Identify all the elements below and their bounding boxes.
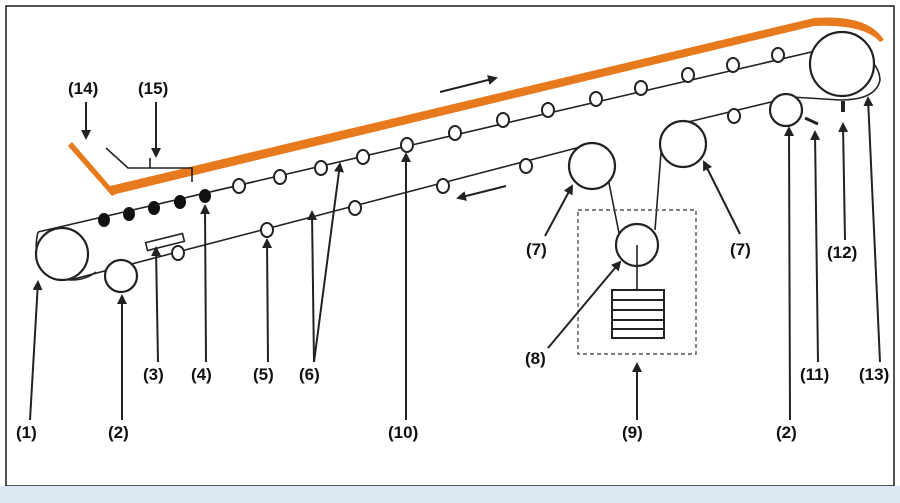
- label-4: (4): [191, 365, 212, 384]
- snub-pulley-tail: [103, 258, 139, 294]
- leader-5: [262, 238, 273, 363]
- direction-arrow-return: [456, 185, 507, 201]
- counterweight: [611, 289, 665, 339]
- head-pulley: [808, 30, 876, 98]
- label-14: (14): [68, 79, 98, 98]
- takeup-belt-right: [654, 139, 663, 231]
- feed-chute: [105, 147, 193, 182]
- leader-12: [838, 122, 849, 241]
- label-1: (1): [16, 423, 37, 442]
- leader-11: [810, 130, 821, 363]
- label-7-right: (7): [730, 240, 751, 259]
- label-3: (3): [143, 365, 164, 384]
- label-12: (12): [827, 243, 857, 262]
- leader-13: [863, 96, 881, 363]
- carrying-idlers: [232, 47, 785, 194]
- leader-4: [200, 204, 211, 363]
- label-2-left: (2): [108, 423, 129, 442]
- tail-pulley: [34, 226, 90, 282]
- return-belt-left: [69, 144, 589, 281]
- label-6: (6): [299, 365, 320, 384]
- snub-pulley-head: [768, 92, 804, 128]
- label-10: (10): [388, 423, 418, 442]
- impact-idlers: [98, 189, 211, 227]
- bend-pulley-right: [658, 119, 708, 169]
- leader-1: [29, 280, 43, 421]
- bend-pulley-left: [567, 141, 617, 191]
- leader-3: [151, 246, 162, 363]
- leader-6a: [313, 162, 344, 363]
- label-7-left: (7): [526, 240, 547, 259]
- label-13: (13): [859, 365, 889, 384]
- conveyed-material: [68, 17, 884, 196]
- direction-arrow-carrying: [439, 75, 498, 93]
- label-9: (9): [622, 423, 643, 442]
- leader-6b: [307, 210, 318, 363]
- label-2-right: (2): [776, 423, 797, 442]
- leader-7b: [703, 160, 741, 235]
- label-11: (11): [800, 365, 829, 384]
- scraper: [804, 116, 819, 126]
- leader-7a: [544, 184, 573, 237]
- takeup-belt-left: [607, 177, 621, 239]
- return-belt-right: [687, 96, 841, 123]
- return-idlers: [171, 108, 741, 261]
- label-8: (8): [525, 349, 546, 368]
- leader-2b: [784, 126, 795, 421]
- label-5: (5): [253, 365, 274, 384]
- leader-8: [547, 260, 622, 349]
- takeup-unit-box: [577, 209, 697, 355]
- label-15: (15): [138, 79, 168, 98]
